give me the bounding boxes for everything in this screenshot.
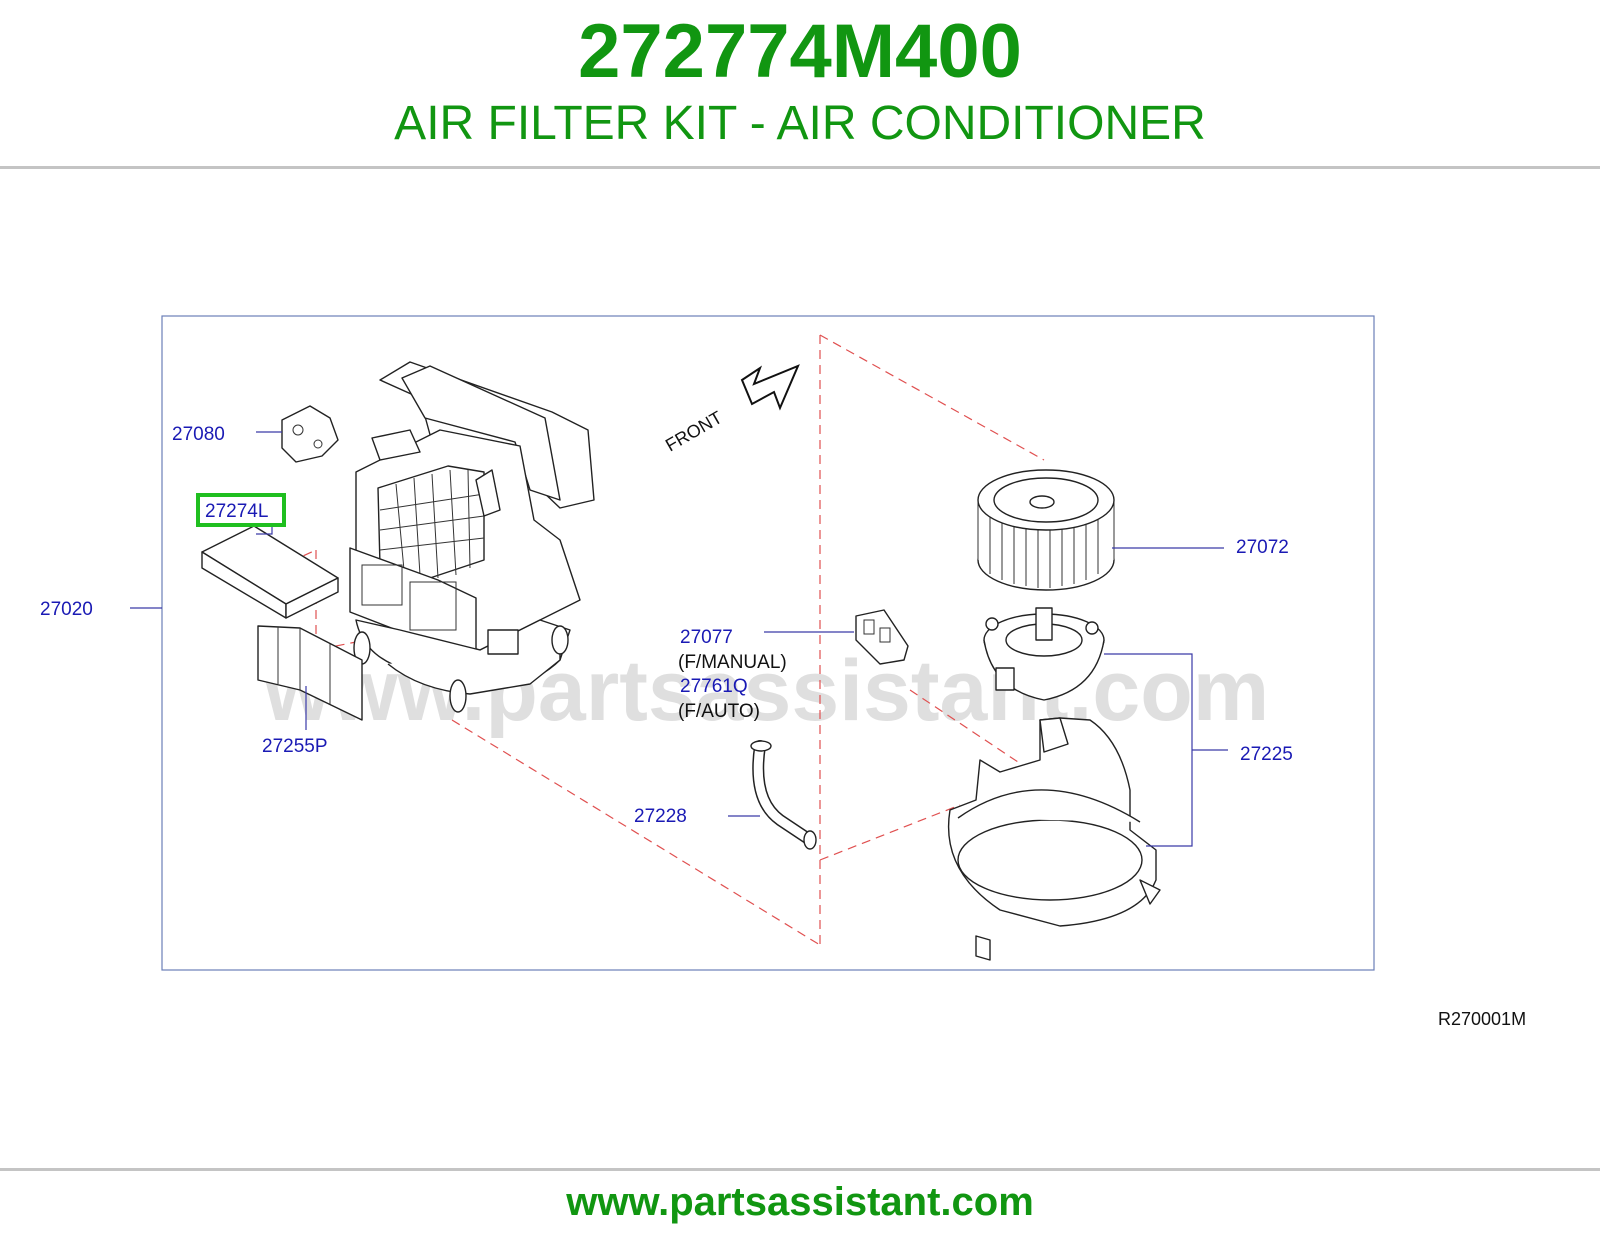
- resistor-27077: [855, 609, 909, 665]
- footer-divider: [0, 1168, 1600, 1171]
- part-title: AIR FILTER KIT - AIR CONDITIONER: [394, 97, 1206, 150]
- note-f-auto: (F/AUTO): [678, 701, 760, 722]
- note-f-manual: (F/MANUAL): [678, 652, 787, 673]
- callout-27255P[interactable]: 27255P: [262, 736, 328, 757]
- leader-lines: [130, 431, 1228, 847]
- callout-27228[interactable]: 27228: [634, 806, 687, 827]
- callout-27020[interactable]: 27020: [40, 599, 93, 620]
- front-arrow-icon: FRONT: [662, 364, 800, 455]
- blower-case: [349, 361, 595, 713]
- lower-housing: [947, 717, 1161, 961]
- callout-27225[interactable]: 27225: [1240, 744, 1293, 765]
- part-number: 272774M400: [578, 9, 1022, 94]
- front-label: FRONT: [662, 407, 726, 455]
- drain-hose-27228: [750, 740, 817, 850]
- callout-27072[interactable]: 27072: [1236, 537, 1289, 558]
- diagram-frame: [161, 315, 1375, 971]
- filter-set-27255P: [257, 625, 363, 721]
- callout-27274L[interactable]: 27274L: [205, 501, 268, 522]
- callout-27077[interactable]: 27077: [680, 627, 733, 648]
- page-header: 272774M400 AIR FILTER KIT - AIR CONDITIO…: [0, 0, 1600, 170]
- blower-fan-27072: [977, 469, 1115, 591]
- callout-27080[interactable]: 27080: [172, 424, 225, 445]
- header-divider: [0, 166, 1600, 169]
- diagram-reference: R270001M: [1438, 1009, 1526, 1029]
- bracket-27080: [281, 405, 339, 463]
- callout-27761Q[interactable]: 27761Q: [680, 676, 748, 697]
- blower-motor-27225: [983, 607, 1105, 701]
- highlight-box: [196, 493, 286, 527]
- footer-url[interactable]: www.partsassistant.com: [566, 1180, 1034, 1224]
- air-filter-27274L: [201, 525, 339, 619]
